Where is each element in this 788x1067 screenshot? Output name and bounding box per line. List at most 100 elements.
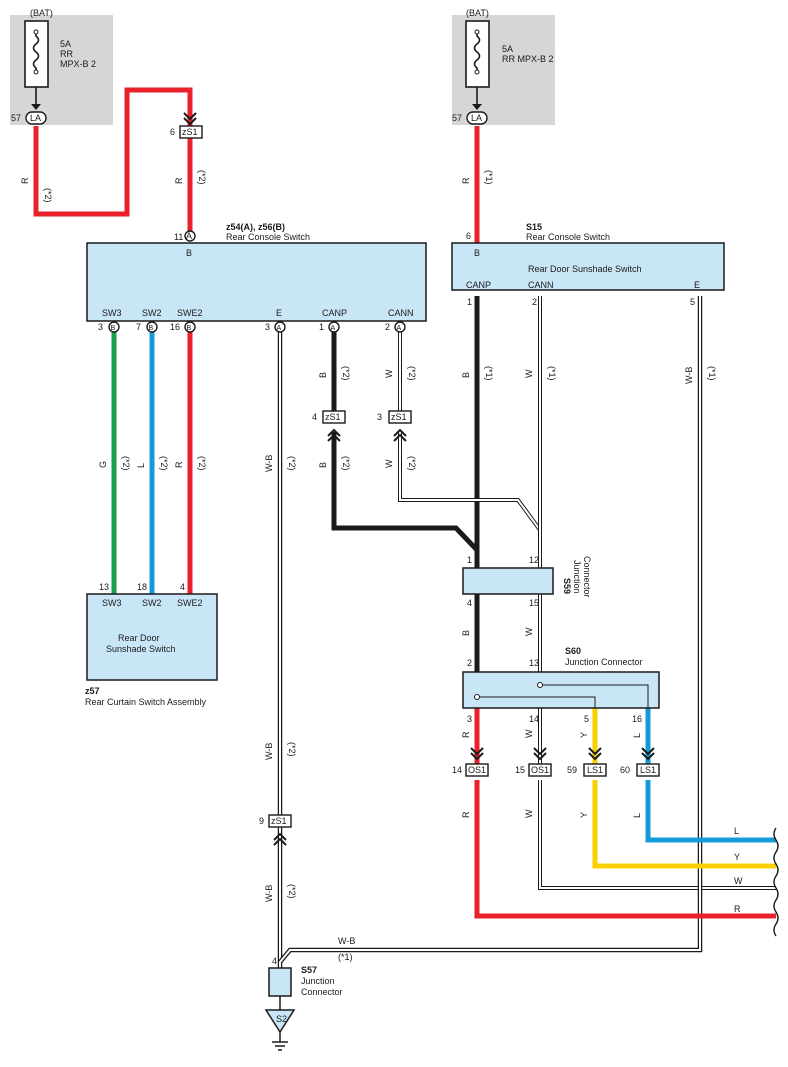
- ecu-left-term-sw3: SW3: [102, 308, 122, 318]
- svg-text:(*2): (*2): [287, 884, 297, 899]
- svg-text:W: W: [524, 729, 534, 738]
- ecu-right-name: Rear Console Switch: [526, 232, 610, 242]
- svg-text:B: B: [187, 325, 192, 332]
- svg-text:B: B: [461, 630, 471, 636]
- svg-text:4: 4: [180, 582, 185, 592]
- svg-text:15: 15: [529, 598, 539, 608]
- svg-text:(*2): (*2): [121, 456, 131, 471]
- svg-text:1: 1: [319, 322, 324, 332]
- svg-text:3: 3: [265, 322, 270, 332]
- svg-text:W-B: W-B: [338, 936, 355, 946]
- svg-text:Y: Y: [734, 852, 740, 862]
- ecu-left-top-term: B: [186, 248, 192, 258]
- svg-text:7: 7: [136, 322, 141, 332]
- svg-text:57: 57: [452, 113, 462, 123]
- svg-text:(*2): (*2): [287, 456, 297, 471]
- svg-text:R: R: [461, 811, 471, 818]
- svg-text:3: 3: [467, 714, 472, 724]
- svg-text:(*1): (*1): [484, 170, 494, 185]
- svg-text:W: W: [384, 369, 394, 378]
- svg-text:1: 1: [467, 297, 472, 307]
- svg-text:L: L: [734, 826, 739, 836]
- svg-text:(*2): (*2): [159, 456, 169, 471]
- svg-text:4: 4: [467, 598, 472, 608]
- svg-text:59: 59: [567, 765, 577, 775]
- svg-text:1: 1: [467, 555, 472, 565]
- bat-label-left: (BAT): [30, 8, 53, 18]
- svg-text:(*2): (*2): [197, 170, 207, 185]
- svg-text:R: R: [461, 177, 471, 184]
- svg-text:W-B: W-B: [264, 455, 274, 472]
- svg-text:R: R: [174, 177, 184, 184]
- svg-text:W: W: [734, 876, 743, 886]
- svg-text:R: R: [20, 177, 30, 184]
- fuse-box-left: (BAT) 5A RR MPX-B 2: [10, 8, 113, 125]
- svg-text:(*2): (*2): [341, 456, 351, 471]
- svg-text:SW2: SW2: [142, 598, 162, 608]
- wire-red-out: [474, 700, 776, 919]
- wire-labels: R (*2) R (*2) R (*1) G (*2) L (*2) R (*2…: [20, 170, 743, 962]
- ecu-left-term-e: E: [276, 308, 282, 318]
- svg-text:16: 16: [632, 714, 642, 724]
- svg-text:(*2): (*2): [43, 188, 53, 203]
- svg-text:Junction: Junction: [572, 560, 582, 594]
- svg-text:(*1): (*1): [338, 952, 353, 962]
- ecu-right-inner: Rear Door Sunshade Switch: [528, 264, 642, 274]
- svg-text:13: 13: [529, 658, 539, 668]
- svg-text:LS1: LS1: [587, 765, 603, 775]
- svg-text:L: L: [632, 813, 642, 818]
- wire-wb-e-right: [278, 296, 703, 964]
- svg-text:zS1: zS1: [271, 816, 287, 826]
- ecu-left-connectors: B3 B7 B16 A3 A1 A2: [98, 321, 406, 333]
- svg-text:57: 57: [11, 113, 21, 123]
- svg-text:Y: Y: [579, 732, 589, 738]
- svg-text:13: 13: [99, 582, 109, 592]
- svg-text:Y: Y: [579, 812, 589, 818]
- la-connectors: LA 57 LA 57: [11, 111, 488, 125]
- svg-text:R: R: [734, 904, 741, 914]
- svg-text:3: 3: [98, 322, 103, 332]
- svg-text:W-B: W-B: [684, 367, 694, 384]
- svg-text:S59: S59: [562, 578, 572, 594]
- svg-text:3: 3: [377, 412, 382, 422]
- svg-text:5: 5: [584, 714, 589, 724]
- svg-text:4: 4: [312, 412, 317, 422]
- svg-text:W: W: [524, 627, 534, 636]
- svg-text:W-B: W-B: [264, 743, 274, 760]
- ground-symbol: S2: [264, 996, 296, 1051]
- ecu-left-top-conn: A: [186, 231, 192, 241]
- junction-connector-s60: S60 Junction Connector 2 13 3 14 5 16: [462, 646, 660, 724]
- ecu-right-top-term: B: [474, 248, 480, 258]
- svg-text:S57: S57: [301, 965, 317, 975]
- svg-text:16: 16: [170, 322, 180, 332]
- ecu-left-term-cann: CANN: [388, 308, 414, 318]
- svg-text:R: R: [461, 731, 471, 738]
- svg-text:2: 2: [532, 297, 537, 307]
- rear-console-switch-right: S15 Rear Console Switch Rear Door Sunsha…: [451, 222, 725, 307]
- svg-text:(*2): (*2): [341, 366, 351, 381]
- svg-text:SW3: SW3: [102, 598, 122, 608]
- svg-text:B: B: [111, 325, 116, 332]
- svg-text:A: A: [277, 325, 282, 332]
- svg-text:zS1: zS1: [391, 412, 407, 422]
- svg-text:LA: LA: [471, 113, 482, 123]
- svg-text:B: B: [149, 325, 154, 332]
- svg-text:B: B: [318, 462, 328, 468]
- ecu-left-title: z54(A), z56(B): [226, 222, 285, 232]
- svg-text:Junction: Junction: [301, 976, 335, 986]
- fuse-icon: [32, 32, 40, 72]
- svg-text:A: A: [331, 325, 336, 332]
- ecu-left-name: Rear Console Switch: [226, 232, 310, 242]
- junction-connector-s59: S59 Junction Connector 1 12 4 15: [462, 555, 592, 608]
- svg-text:Rear Door: Rear Door: [118, 633, 160, 643]
- svg-text:W: W: [384, 459, 394, 468]
- svg-text:zS1: zS1: [325, 412, 341, 422]
- svg-text:S60: S60: [565, 646, 581, 656]
- wire-red-bat-left: [33, 87, 193, 217]
- svg-text:Sunshade Switch: Sunshade Switch: [106, 644, 176, 654]
- svg-text:4: 4: [272, 956, 277, 966]
- junction-connector-s57: S57 Junction Connector 4: [268, 956, 343, 997]
- svg-text:6: 6: [170, 127, 175, 137]
- ecu-left-term-sw2: SW2: [142, 308, 162, 318]
- wire-black-canp-join: [331, 432, 479, 552]
